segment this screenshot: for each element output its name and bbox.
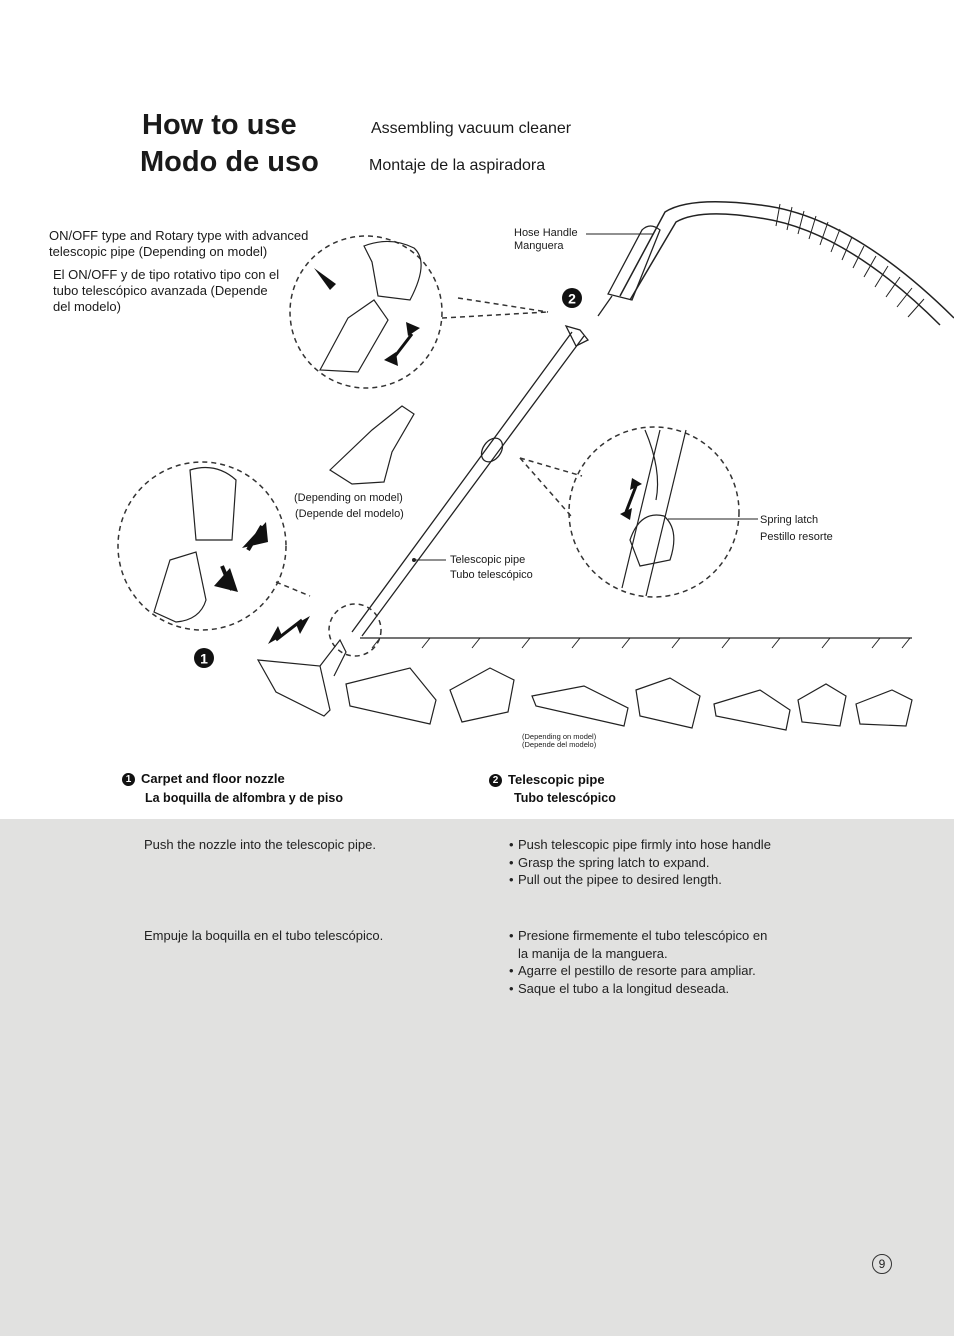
nozzles-note-es: (Depende del modelo)	[522, 740, 597, 749]
spring-latch-icon	[629, 514, 675, 567]
section-1-subtitle: La boquilla de alfombra y de piso	[145, 791, 343, 805]
telescopic-pipe-label-es: Tubo telescópico	[450, 569, 533, 581]
step-2-marker-label: 2	[568, 291, 576, 307]
list-item: Presione firmemente el tubo telescópico …	[509, 927, 779, 962]
section-2-subtitle: Tubo telescópico	[514, 791, 616, 805]
nozzle-variant-4-icon	[635, 677, 701, 729]
section-1-title: 1 Carpet and floor nozzle	[122, 771, 285, 786]
section-1-text-es: Empuje la boquilla en el tubo telescópic…	[144, 928, 384, 943]
carpet-floor-nozzle-icon	[256, 638, 347, 717]
hose-icon	[619, 201, 954, 319]
optional-nozzle-note-es: (Depende del modelo)	[295, 508, 404, 520]
list-item: Grasp the spring latch to expand.	[509, 854, 809, 872]
step-1-marker-label: 1	[200, 651, 208, 667]
page-title-en: How to use	[142, 109, 297, 141]
list-item: Agarre el pestillo de resorte para ampli…	[509, 962, 779, 980]
nozzles-note-en: (Depending on model)	[522, 732, 597, 741]
section-2-number: 2	[489, 774, 502, 787]
optional-nozzle-icon	[329, 405, 415, 485]
section-1-title-text: Carpet and floor nozzle	[141, 771, 285, 786]
hose-handle-label-es: Manguera	[514, 240, 564, 252]
section-2-list-en: Push telescopic pipe firmly into hose ha…	[509, 836, 809, 889]
section-1-number: 1	[122, 773, 135, 786]
instructions-panel	[0, 819, 954, 1336]
spring-latch-label-en: Spring latch	[760, 514, 819, 526]
page-subtitle-es: Montaje de la aspiradora	[369, 157, 546, 174]
nozzle-variant-7-icon	[855, 689, 913, 727]
page-number: 9	[872, 1254, 892, 1274]
step-1-marker	[194, 648, 214, 668]
list-item: Saque el tubo a la longitud deseada.	[509, 980, 779, 998]
section-2-title-text: Telescopic pipe	[508, 772, 605, 787]
page-subtitle-en: Assembling vacuum cleaner	[371, 120, 572, 137]
nozzle-variant-6-icon	[797, 683, 847, 727]
list-item: Push telescopic pipe firmly into hose ha…	[509, 836, 809, 854]
section-1-text-en: Push the nozzle into the telescopic pipe…	[144, 837, 376, 852]
pipe-type-note-es: El ON/OFF y de tipo rotativo tipo con el…	[53, 267, 280, 314]
nozzle-variant-1-icon	[345, 667, 437, 725]
nozzle-variant-5-icon	[713, 689, 791, 731]
section-2-title: 2 Telescopic pipe	[489, 772, 605, 787]
section-2-list-es: Presione firmemente el tubo telescópico …	[509, 927, 779, 997]
assembly-illustration: 2 1	[117, 201, 954, 731]
telescopic-pipe-icon	[351, 331, 585, 637]
telescopic-pipe-label-en: Telescopic pipe	[450, 554, 526, 566]
page-title-es: Modo de uso	[140, 146, 319, 178]
hose-handle-icon	[607, 225, 661, 301]
nozzle-variant-2-icon	[449, 667, 515, 723]
pipe-type-note-en: ON/OFF type and Rotary type with advance…	[49, 228, 309, 259]
optional-nozzle-note-en: (Depending on model)	[294, 492, 403, 504]
list-item: Pull out the pipee to desired length.	[509, 871, 809, 889]
nozzle-variant-3-icon	[531, 685, 629, 727]
hose-handle-label-en: Hose Handle	[514, 227, 578, 239]
spring-latch-label-es: Pestillo resorte	[760, 531, 833, 543]
step-2-marker	[562, 288, 582, 308]
